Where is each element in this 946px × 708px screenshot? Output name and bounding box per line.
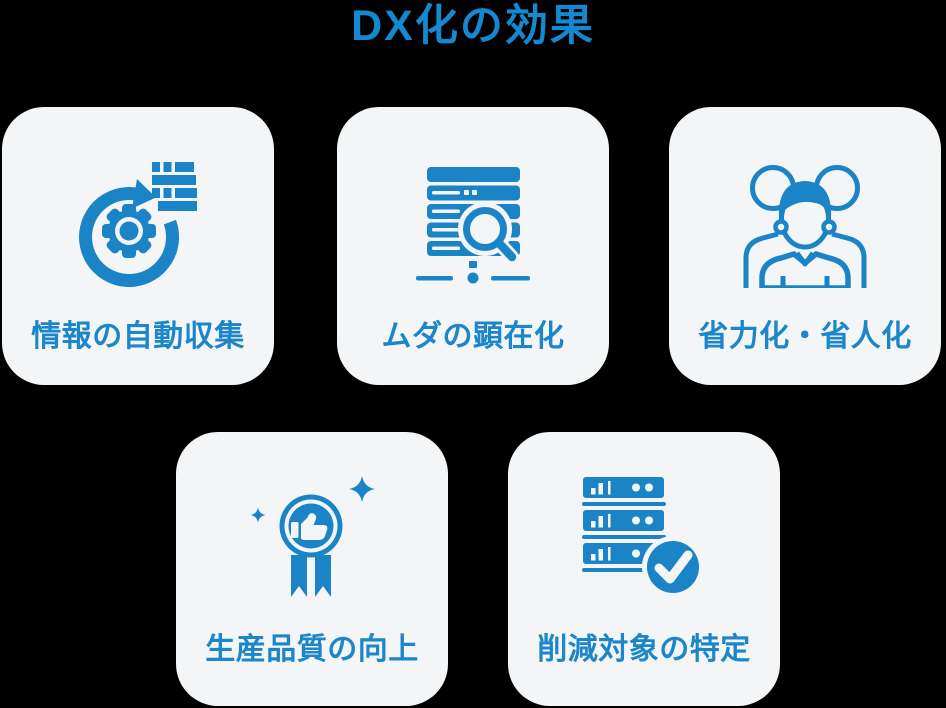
card-label: 生産品質の向上: [205, 633, 419, 666]
card-label: 省力化・省人化: [698, 320, 912, 353]
card-waste-visualization: ムダの顕在化: [337, 107, 609, 385]
card-reduction-target: 削減対象の特定: [508, 432, 780, 706]
award-thumbs-up-icon: [250, 476, 375, 597]
card-auto-collection: 情報の自動収集: [2, 107, 274, 385]
icon-box: [741, 149, 869, 299]
people-group-icon: [743, 165, 867, 288]
card-quality-improvement: 生産品質の向上: [176, 432, 448, 706]
icon-box: [247, 462, 377, 612]
icon-box: [77, 149, 199, 299]
card-labor-saving: 省力化・省人化: [669, 107, 941, 385]
icon-box: [582, 462, 706, 612]
gear-sync-icon: [79, 162, 197, 288]
server-check-icon: [582, 477, 704, 598]
card-label: ムダの顕在化: [381, 320, 565, 353]
icon-box: [416, 149, 530, 299]
card-label: 削減対象の特定: [537, 633, 751, 666]
page-title: DX化の効果: [351, 2, 595, 50]
card-label: 情報の自動収集: [31, 320, 245, 353]
server-search-icon: [416, 167, 530, 284]
